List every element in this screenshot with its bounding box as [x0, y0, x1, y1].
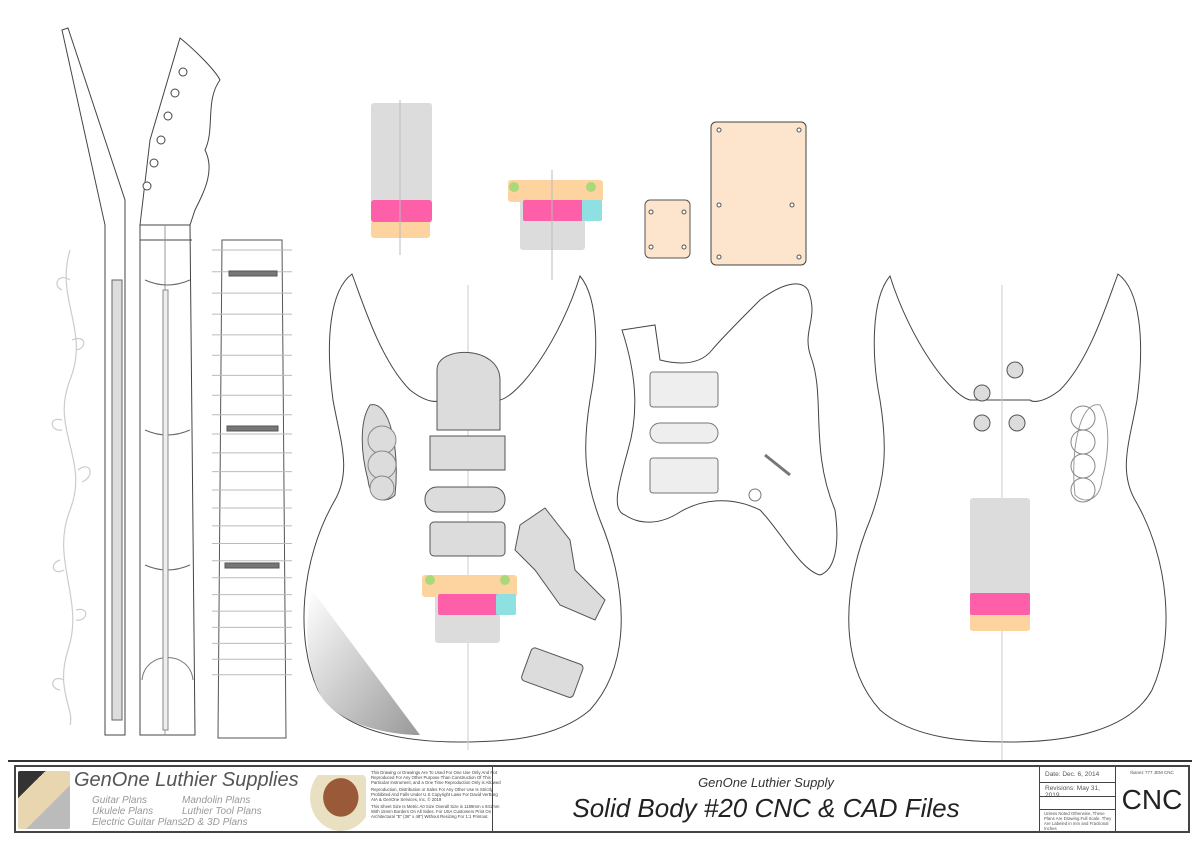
fretboard-drawing	[212, 239, 292, 739]
tremolo-route-template-1	[371, 100, 432, 255]
mold-photo	[310, 775, 366, 831]
guitar-photo	[18, 771, 70, 829]
brand-cell: GenOne Luthier Supplies Guitar Plans Uku…	[16, 767, 501, 831]
plan-item: Ukulele Plans	[92, 806, 154, 817]
plan-item: Mandolin Plans	[182, 795, 251, 806]
legal-text: Reproduction, Distribution or Sales For …	[371, 787, 498, 802]
plan-item: 2D & 3D Plans	[182, 817, 248, 828]
divider	[1040, 796, 1115, 797]
drawing-title: Solid Body #20 CNC & CAD Files	[572, 793, 960, 823]
plans-list-2: Mandolin Plans Luthier Tool Plans 2D & 3…	[182, 795, 262, 828]
back-cover-plate	[710, 121, 807, 266]
tremolo-route-body	[422, 575, 517, 643]
model-label: Ibanez 777 JEM CNC	[1130, 770, 1174, 775]
revisions-label: Revisions: May 31, 2019	[1045, 785, 1100, 799]
brand-name: GenOne Luthier Supplies	[74, 769, 299, 791]
plan-item: Guitar Plans	[92, 795, 148, 806]
body-back-view	[848, 273, 1167, 760]
sheet-code: CNC	[1121, 784, 1183, 815]
vine-inlay-drawing	[51, 249, 91, 726]
title-cell: GenOne Luthier Supply Solid Body #20 CNC…	[493, 767, 1040, 831]
divider	[1040, 782, 1115, 783]
legal-text: This Sheet Size Is Metric A0 Size Overal…	[371, 804, 500, 819]
tremolo-route-template-2	[508, 170, 603, 280]
neck-side-view	[61, 27, 126, 736]
scale-note: Unless Noted Otherwise, These Plans Are …	[1044, 811, 1112, 831]
revision-cell: Date: Dec. 6, 2014 Revisions: May 31, 20…	[1040, 767, 1116, 831]
title-block: GenOne Luthier Supplies Guitar Plans Uku…	[14, 765, 1190, 833]
plan-item: Luthier Tool Plans	[182, 806, 262, 817]
body-front-view	[303, 273, 622, 750]
plan-item: Electric Guitar Plans	[92, 817, 183, 828]
plans-list-1: Guitar Plans Ukulele Plans Electric Guit…	[92, 795, 183, 828]
company-name: GenOne Luthier Supply	[698, 775, 834, 790]
date-label: Date: Dec. 6, 2014	[1045, 771, 1100, 778]
tuner-holes	[142, 67, 188, 191]
divider	[1040, 809, 1115, 810]
neck-front-view	[139, 37, 221, 736]
copyright-notice: This Drawing or Drawings Are To Used For…	[371, 770, 501, 821]
sheet-code-cell: Ibanez 777 JEM CNC CNC	[1116, 767, 1188, 831]
sheet-border	[8, 760, 1192, 762]
legal-text: This Drawing or Drawings Are To Used For…	[371, 770, 501, 785]
pickguard-drawing	[616, 283, 838, 576]
neck-plate	[644, 199, 691, 259]
